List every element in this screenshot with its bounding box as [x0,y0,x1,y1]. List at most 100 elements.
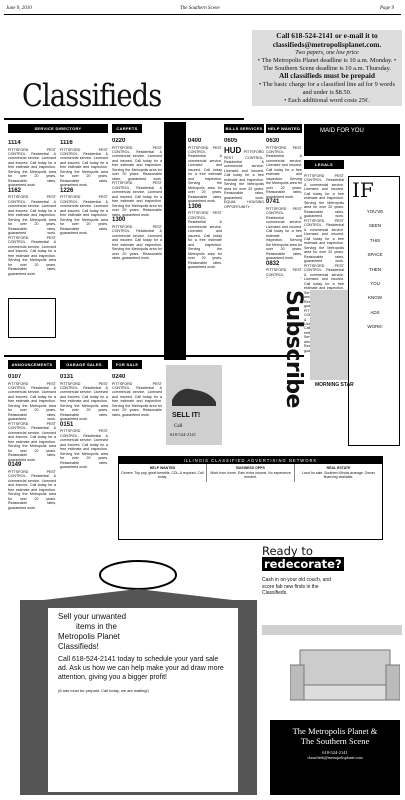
yard-sale-line-1: Sell your unwanted [58,612,127,621]
if-word: SEEN [368,223,382,229]
ad-text: PITTSFORD PEST CONTROL. Residential & co… [188,211,222,270]
black-bar-vertical [164,122,186,360]
ad-number: 0107 [8,374,22,380]
network-col-1-text: Drivers: Top pay, great benefits. CDL-A … [121,470,204,480]
subscribe-side-ad [310,290,348,380]
section-garage-sales: GARAGE SALES [60,360,108,369]
if-word: ADS [370,309,380,315]
ad-text: PITTSFORD PEST CONTROL. Residential & co… [8,235,56,276]
redecorate-footer: The Metropolis Planet & The Southern Sce… [270,720,400,795]
ad-number: 0400 [188,138,202,144]
yard-sale-line-4: Classifieds! [58,642,99,651]
ad-number: 1114 [8,140,21,146]
column-3-text: 0220 PITTSFORD PEST CONTROL. Residential… [112,138,162,348]
if-word: YOU [370,280,380,286]
redecorate-ad: Ready to redecorate? Cash in on your old… [262,544,402,795]
subscribe-vertical-text: Subscribe [281,290,306,408]
redecorate-strip [262,625,402,635]
grid-mid-rule [4,355,304,357]
ad-number: 0605 [224,138,238,144]
ad-text: PITTSFORD PEST CONTROL. Residential & co… [188,145,222,204]
redecorate-title-2: redecorate? [262,557,402,572]
ad-text: PITTSFORD PEST CONTROL. Residential & co… [112,224,162,261]
column-garage-text: 0131 PITTSFORD PEST CONTROL. Residential… [60,374,108,514]
redecorate-title-1: Ready to [262,544,313,558]
column-forsale-text: 0240 PITTSFORD PEST CONTROL. Residential… [112,374,162,454]
yard-sale-ad: Sell your unwanted items in the Metropol… [48,608,238,792]
page-title: Classifieds [22,78,162,114]
illinois-network-box: ILLINOIS CLASSIFIED ADVERTISING NETWORK … [118,456,383,540]
column-2-text: 1116 PITTSFORD PEST CONTROL. Residential… [60,140,108,350]
section-legals: LEGALS [304,160,344,169]
column-6-text: 0630 PITTSFORD PEST CONTROL. Residential… [266,138,302,278]
sell-it-call: Call [174,424,183,429]
if-word: WORK! [367,324,383,330]
yard-sale-line-3: Metropolis Planet [58,632,120,641]
sell-it-text: SELL IT! [172,412,201,419]
ad-number: 0630 [266,138,280,144]
ad-text: PITTSFORD PEST CONTROL. Residential & co… [224,149,264,200]
redecorate-brand-1: The Metropolis Planet & [292,726,378,736]
ad-text: PITTSFORD PEST CONTROL. Residential & co… [8,381,56,422]
yard-sign-hanger [18,560,258,603]
redecorate-email: classifieds@metropolisplanet.com [307,755,363,760]
sell-it-phone: 618-524-2141 [170,432,197,437]
maid-for-you-title: MAID FOR YOU [320,128,364,134]
sofa-illustration [290,649,400,701]
if-word: THIS [369,237,381,243]
if-word: THEN [368,266,382,272]
ad-text: PITTSFORD PEST CONTROL. Residential & co… [60,147,108,188]
ad-text: PITTSFORD PEST CONTROL. Residential & co… [8,147,56,188]
ad-text: PITTSFORD PEST CONTROL. Residential & co… [60,429,108,470]
if-word: SPACE [367,252,383,258]
network-col-3-title: REAL ESTATE [326,466,351,470]
ad-number: 1226 [60,187,74,194]
network-col-2-title: BUSINESS OPPS [236,466,265,470]
ad-text: PITTSFORD PEST CONTROL. Residential & co… [8,469,56,510]
column-4-text: 0400 PITTSFORD PEST CONTROL. Residential… [188,138,222,348]
ad-number: 0220 [112,138,126,144]
info-basic-charge: • The basic charge for a classified line… [259,81,395,96]
classified-info-box: Call 618-524-2141 or e-mail it to classi… [252,30,402,107]
network-title: ILLINOIS CLASSIFIED ADVERTISING NETWORK [119,457,382,464]
if-letter: IF [352,178,374,202]
ad-text: PITTSFORD PEST CONTROL. Residential & co… [8,421,56,462]
ad-text: PITTSFORD PEST CONTROL. Residential & co… [112,381,162,417]
section-service-directory: SERVICE DIRECTORY [8,124,108,133]
network-col-2-text: Work from home. Earn extra income. No ex… [210,470,291,480]
ad-text: PITTSFORD PEST CONTROL. Residential & co… [112,181,162,217]
column-announcements-text: 0107 PITTSFORD PEST CONTROL. Residential… [8,374,56,554]
equal-housing-text: EQUAL HOUSING OPPORTUNITY [224,200,264,209]
if-words: YOU'VE SEEN THIS SPACE THEN YOU KNOW ADS… [352,205,398,335]
ad-text: PITTSFORD PEST CONTROL. Residential & co… [266,145,302,199]
info-additional-word: • Each additional word costs 25¢. [284,96,370,104]
ad-text: PITTSFORD PEST CONTROL. Residential & co… [60,195,108,236]
yard-sale-body: Call 618-524-2141 today to schedule your… [58,656,224,681]
if-word: YOU'VE [366,209,384,214]
section-carpets: CARPETS [112,124,142,133]
ad-number: 0131 [60,374,74,380]
network-col-3-text: Land for sale. Southern Illinois acreage… [302,470,375,480]
ad-text: PITTSFORD PEST CONTROL. Residential & co… [60,381,108,422]
column-5-text: 0605 HUD PITTSFORD PEST CONTROL. Residen… [224,138,264,278]
maid-for-you-ad [304,124,400,156]
grid-top-rule [4,118,244,120]
shoe-image [172,388,216,406]
morning-star-logo: MORNING STAR [315,382,354,388]
ad-number: 1300 [112,217,126,224]
yard-sale-fineprint: (8 ads must be prepaid. Call today, we a… [58,688,149,694]
ad-text: PITTSFORD PEST CONTROL. Residential & co… [8,195,56,236]
if-you-see-this-ad [348,176,400,446]
network-col-1-title: HELP WANTED [149,466,176,470]
info-tagline: Two papers, one low price [295,49,359,56]
redecorate-brand-2: The Southern Scene [300,736,370,746]
ad-number: 0149 [8,462,22,469]
ad-number: 1162 [8,187,22,194]
ad-text: PITTSFORD PEST CONTROL. Residential & co… [266,268,302,278]
ad-text: PITTSFORD PEST CONTROL. Residential & co… [304,174,344,219]
header-page-number: Page 9 [380,6,395,11]
boxed-ad [8,298,56,338]
yard-sale-line-2: items in the [76,622,117,631]
